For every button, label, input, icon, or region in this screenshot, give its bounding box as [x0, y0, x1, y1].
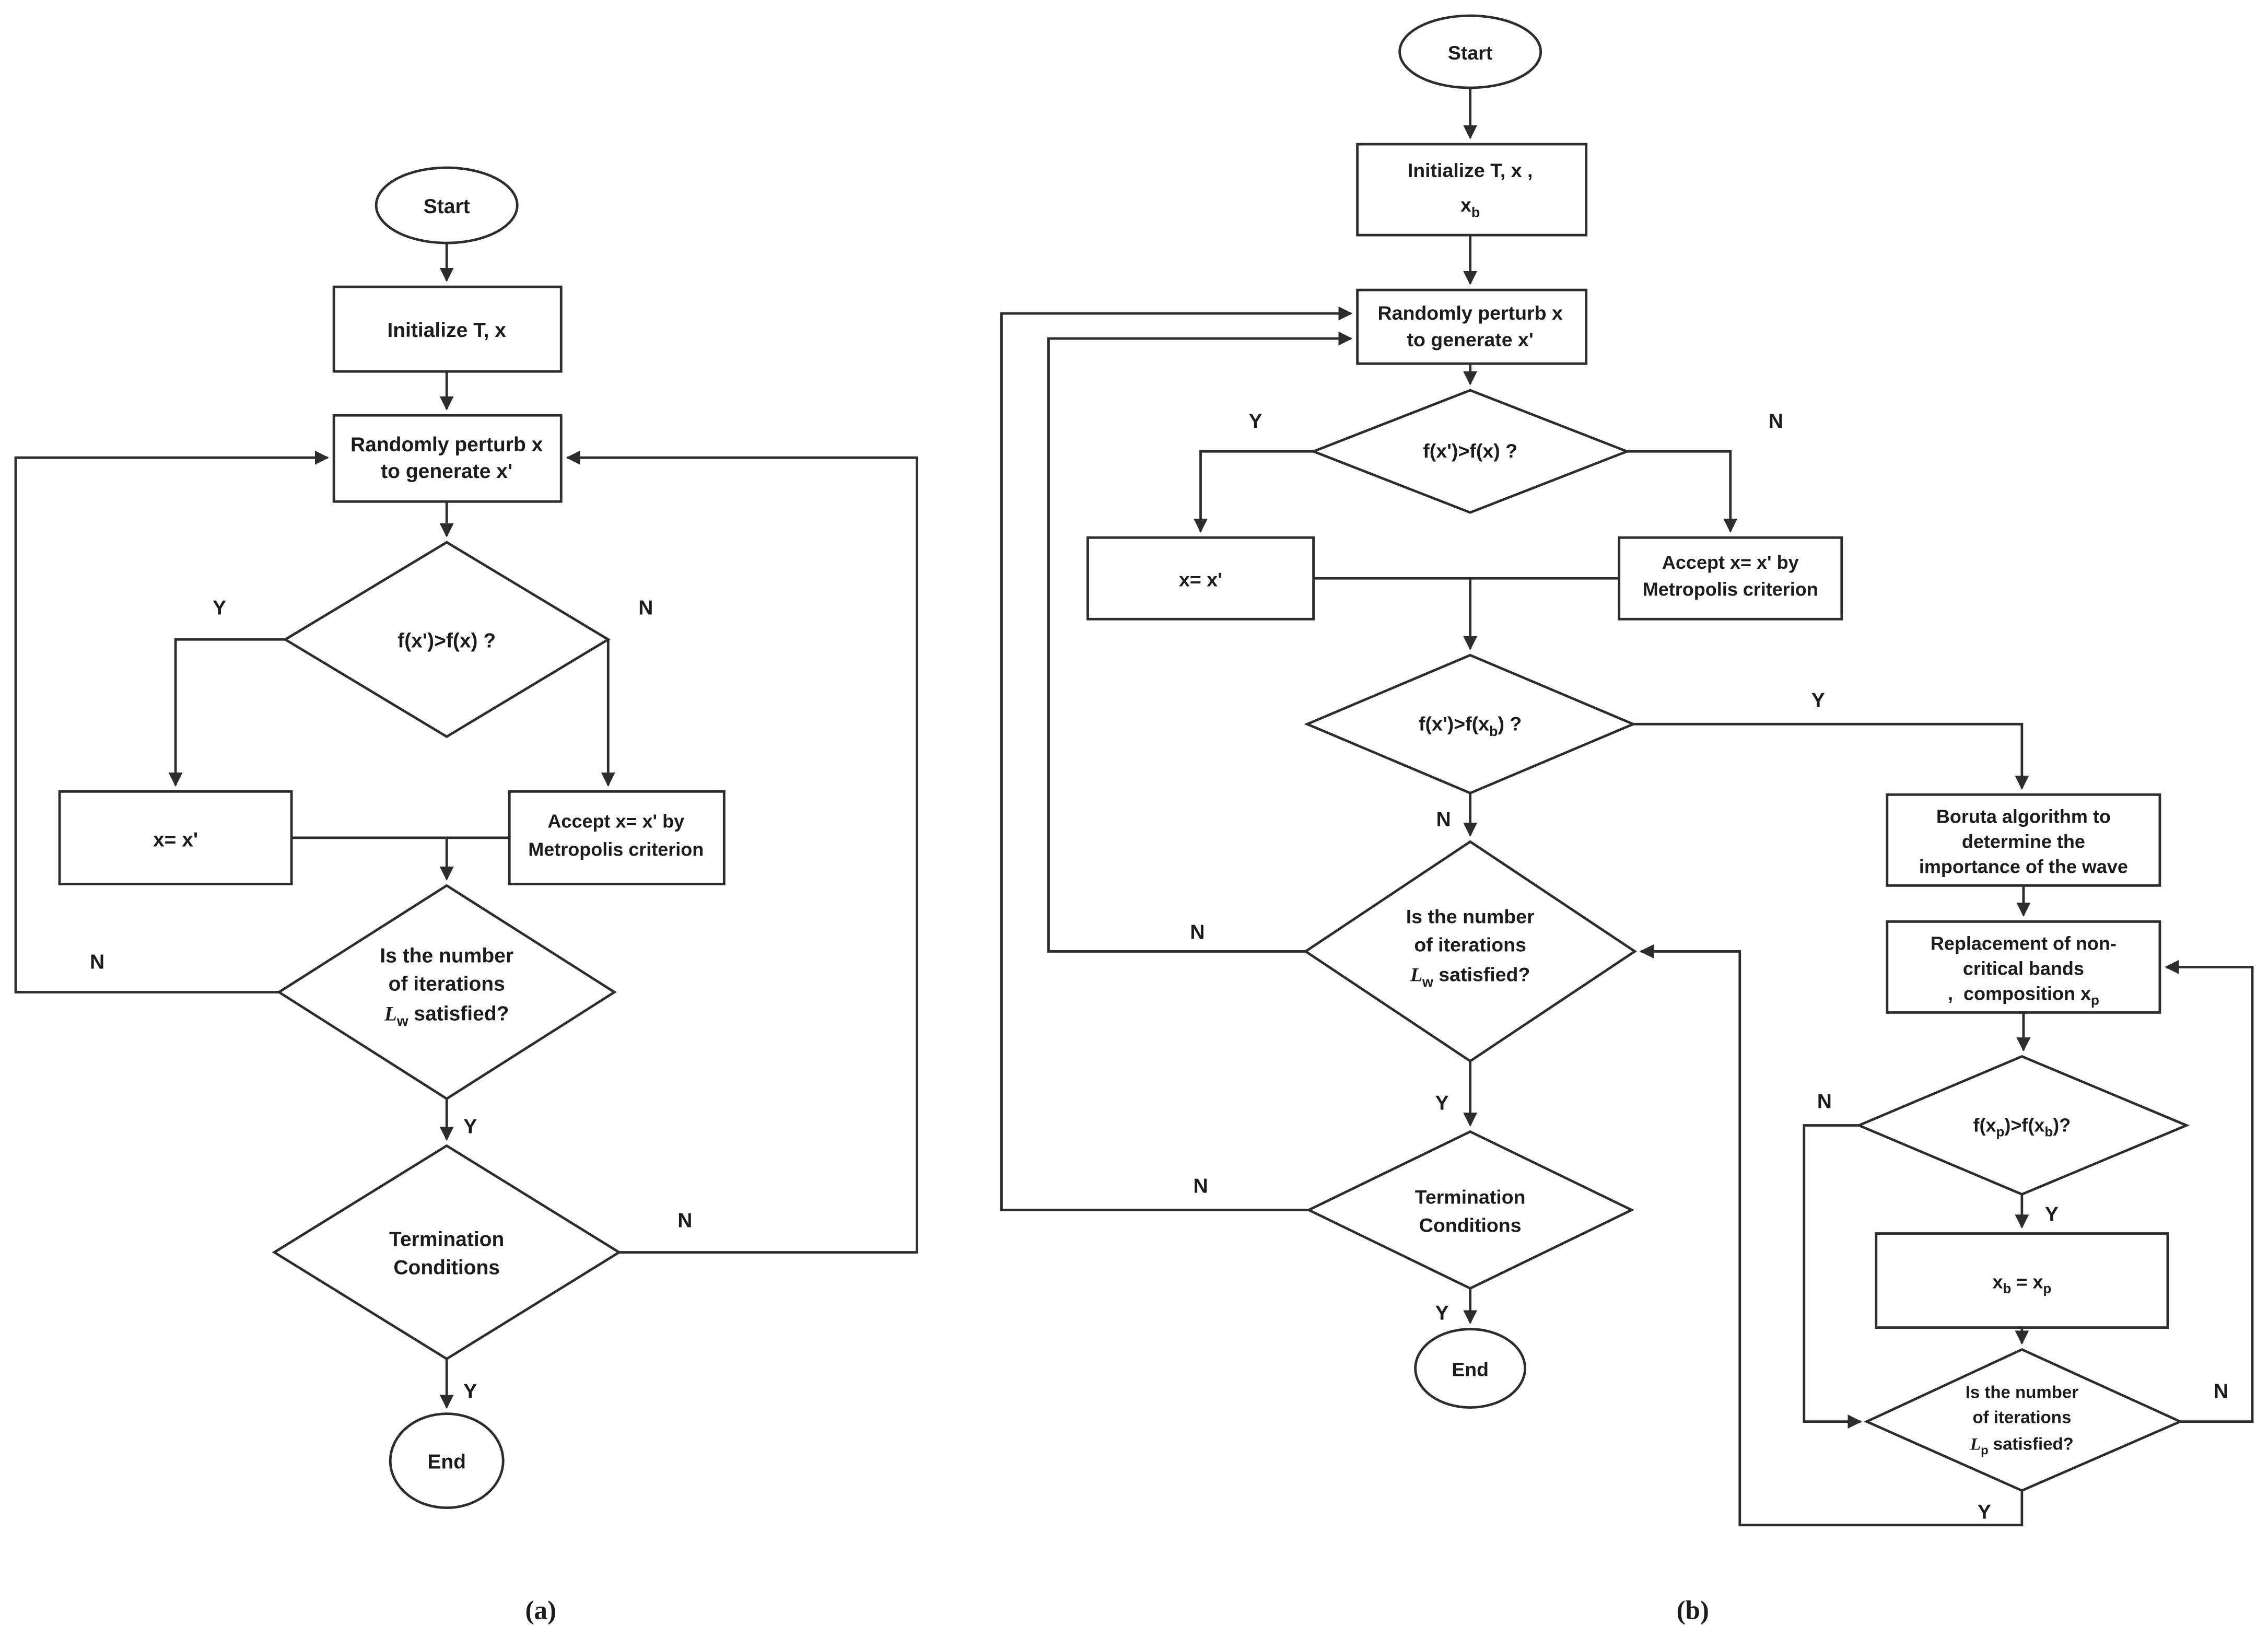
b-edge-d3-no-loop [1047, 331, 1353, 953]
b-edge-d6-yes-loop [1640, 944, 2024, 1527]
b-assign-label: x= x' [1179, 568, 1222, 590]
b-decision-perturb-best [1855, 1055, 2190, 1196]
b-replace-step [1886, 920, 2161, 1014]
b-start-label: Start [1448, 42, 1493, 64]
b-edge-d2-yes [1633, 722, 2029, 790]
a-accept-step [508, 790, 726, 885]
b-end-label: End [1452, 1359, 1489, 1381]
b-initialize-label-line1: Initialize T, x , [1408, 159, 1533, 181]
b-label-d1-yes: Y [1249, 410, 1262, 432]
b-decision-iterations-w-line2: of iterations [1414, 933, 1526, 955]
a-decision-improve-label: f(x')>f(x) ? [398, 629, 496, 652]
a-edge-d3-no-loop [566, 450, 918, 1254]
b-perturb-step [1356, 288, 1588, 365]
a-label-d1-yes: Y [213, 597, 226, 619]
b-decision-iterations-p-line2: of iterations [1972, 1408, 2071, 1427]
b-start-terminator [1398, 14, 1542, 89]
b-boruta-label-line3: importance of the wave [1919, 856, 2128, 877]
b-edge-d1-yes [1194, 450, 1314, 533]
b-boruta-label-line2: determine the [1962, 831, 2085, 852]
b-assign-step [1086, 536, 1315, 621]
a-label-d3-no: N [677, 1210, 692, 1232]
b-edge-d4-no-loop [1000, 306, 1353, 1211]
flowchart-a: Start Initialize T, x Randomly perturb x… [14, 166, 918, 1625]
b-decision-iterations-w-line3: Lw satisfied? [1410, 963, 1530, 990]
a-edge-d1-yes [168, 638, 286, 787]
a-decision-iterations-line1: Is the number [380, 944, 513, 967]
a-edge-d2-no-loop [14, 450, 329, 993]
flowchart-b: Start Initialize T, x , xb Randomly pert… [1000, 14, 2254, 1625]
b-boruta-step [1886, 793, 2161, 887]
b-boruta-label-line1: Boruta algorithm to [1936, 805, 2111, 827]
b-edge-d5-no [1803, 1124, 1862, 1429]
a-label-d2-no: N [90, 951, 104, 973]
b-decision-perturb-best-label: f(xp)>f(xb)? [1973, 1114, 2071, 1139]
b-replace-label-line2: critical bands [1963, 957, 2084, 979]
a-end-terminator [389, 1412, 505, 1510]
b-assign-best-step [1875, 1232, 2169, 1329]
a-end-label: End [427, 1451, 466, 1473]
b-label-d3-no: N [1190, 921, 1205, 943]
a-perturb-step [332, 414, 563, 503]
b-label-d1-no: N [1769, 410, 1783, 432]
a-decision-iterations-line3: Lw satisfied? [384, 1002, 509, 1029]
b-replace-label-line1: Replacement of non- [1931, 932, 2117, 954]
b-decision-iterations-p-line1: Is the number [1966, 1383, 2079, 1402]
a-decision-termination-line2: Conditions [393, 1257, 500, 1279]
a-decision-termination-line1: Termination [389, 1229, 504, 1251]
b-decision-improve [1310, 389, 1631, 514]
b-replace-label-line3: , composition xp [1948, 983, 2099, 1008]
b-label-d5-no: N [1817, 1090, 1832, 1113]
b-decision-best-label: f(x')>f(xb) ? [1419, 712, 1522, 739]
a-assign-label: x= x' [153, 828, 198, 851]
b-decision-iterations-w-line1: Is the number [1406, 905, 1535, 927]
a-perturb-label-line2: to generate x' [381, 460, 512, 483]
b-end-terminator [1414, 1328, 1527, 1409]
a-label-d1-no: N [638, 597, 653, 619]
b-label-d2-yes: Y [1811, 689, 1825, 711]
a-decision-termination [272, 1144, 622, 1361]
b-edge-d1-no [1627, 450, 1738, 533]
b-label-d3-yes: Y [1435, 1092, 1449, 1114]
a-label-d3-yes: Y [463, 1381, 477, 1403]
b-label-d6-yes: Y [1978, 1501, 1991, 1524]
a-initialize-step [332, 285, 563, 373]
b-accept-label-line2: Metropolis criterion [1643, 578, 1818, 600]
b-label-d2-no: N [1436, 808, 1451, 831]
a-initialize-label: Initialize T, x [387, 319, 506, 342]
b-decision-termination [1306, 1130, 1635, 1290]
b-label-d5-yes: Y [2045, 1203, 2059, 1226]
b-label-d6-no: N [2214, 1381, 2228, 1403]
a-label-d2-yes: Y [463, 1115, 477, 1138]
a-perturb-label-line1: Randomly perturb x [350, 434, 543, 456]
b-decision-termination-line1: Termination [1415, 1186, 1526, 1208]
b-accept-label-line1: Accept x= x' by [1662, 552, 1799, 573]
b-label-d4-yes: Y [1435, 1302, 1449, 1325]
b-decision-termination-line2: Conditions [1419, 1214, 1522, 1236]
a-accept-label-line1: Accept x= x' by [547, 810, 684, 832]
b-label-d4-no: N [1193, 1175, 1208, 1198]
a-start-label: Start [424, 195, 470, 218]
a-decision-iterations-line2: of iterations [389, 973, 505, 995]
b-decision-improve-label: f(x')>f(x) ? [1423, 440, 1517, 462]
b-initialize-label-line2: xb [1460, 194, 1480, 220]
a-decision-improve [283, 541, 611, 739]
b-perturb-label-line1: Randomly perturb x [1378, 302, 1563, 324]
b-decision-iterations-p-line3: Lp satisfied? [1970, 1434, 2074, 1458]
b-initialize-step [1356, 143, 1588, 237]
a-caption: (a) [525, 1596, 556, 1625]
b-assign-best-label: xb = xp [1993, 1271, 2052, 1296]
b-edge-d6-no-loop [2165, 960, 2254, 1423]
a-accept-label-line2: Metropolis criterion [528, 838, 704, 860]
b-perturb-label-line2: to generate x' [1407, 329, 1533, 350]
b-caption: (b) [1677, 1596, 1709, 1625]
